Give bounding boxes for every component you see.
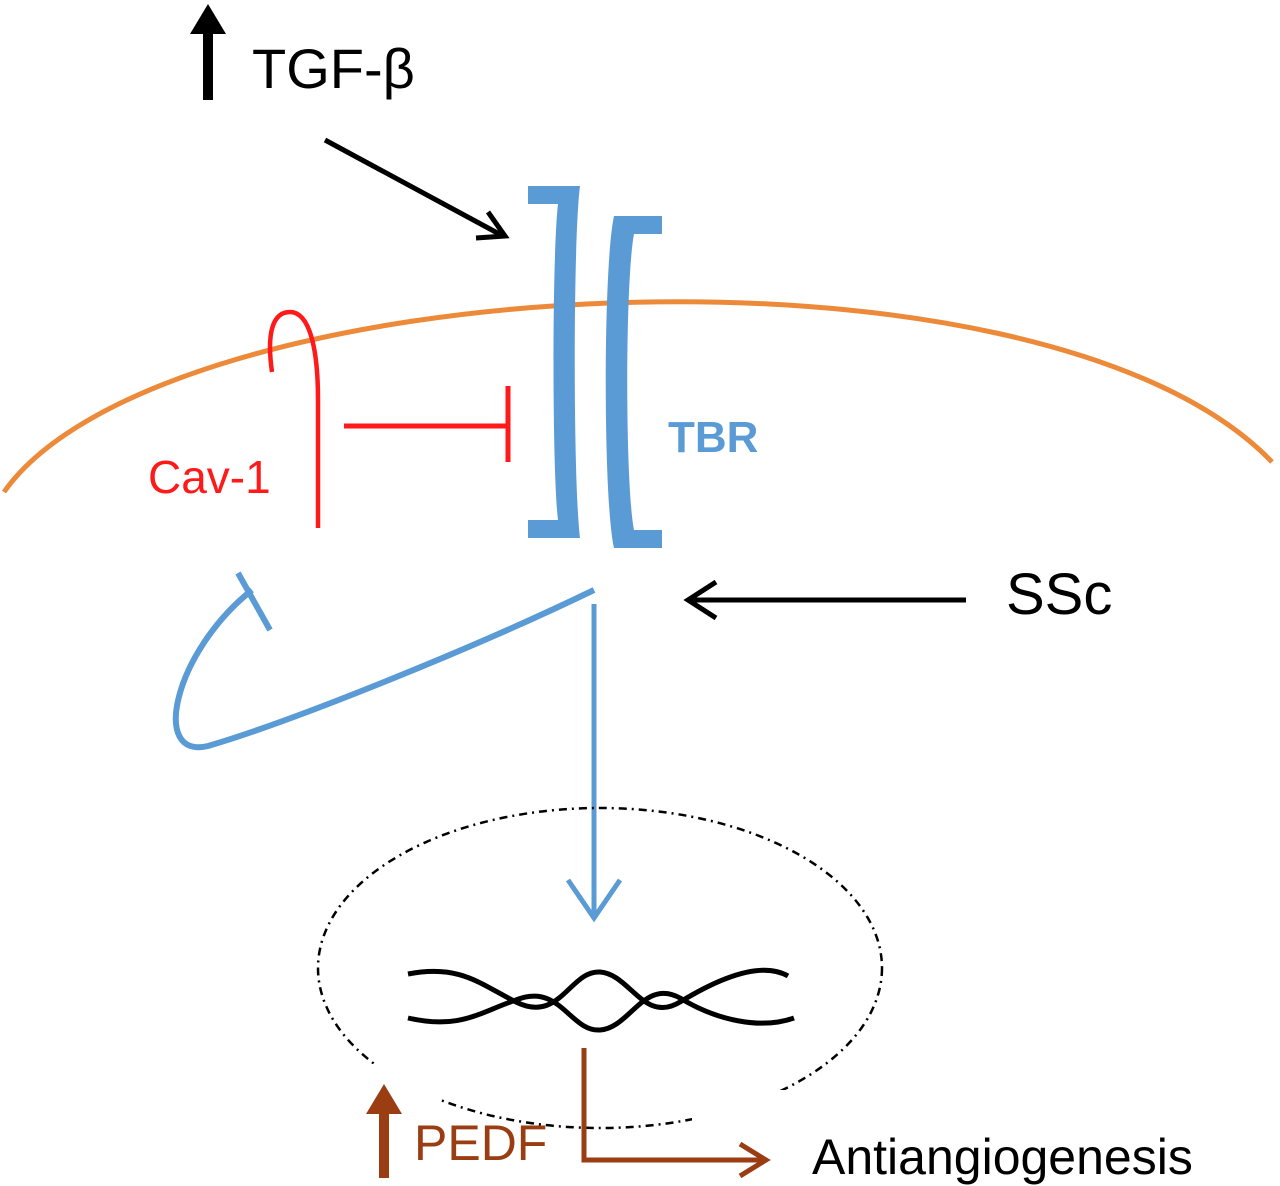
nucleus	[316, 806, 884, 1130]
up-arrow-icon	[190, 4, 226, 100]
receptor-left-bracket	[528, 186, 580, 538]
receptor-right-bracket	[605, 216, 662, 548]
pedf-label: PEDF	[414, 1115, 547, 1171]
tgf-to-receptor-arrow	[323, 137, 510, 241]
nucleus-gap-right	[692, 1090, 792, 1150]
tgf-beta-label: TGF-β	[252, 37, 415, 100]
ssc-arrow	[683, 579, 966, 621]
cav1-inhibits-receptor	[344, 386, 511, 462]
up-arrow-icon	[366, 1084, 402, 1178]
ssc-label: SSc	[1006, 562, 1112, 627]
signal-to-nucleus-arrow	[565, 604, 623, 923]
dna-helix-icon	[407, 967, 795, 1033]
cav1-protein	[267, 309, 321, 528]
transcription-arrow	[581, 1048, 771, 1179]
receptor-inhibits-cav1	[173, 571, 596, 751]
cav1-label: Cav-1	[148, 451, 271, 503]
tbr-label: TBR	[668, 413, 758, 462]
antiangiogenesis-label: Antiangiogenesis	[812, 1129, 1193, 1185]
